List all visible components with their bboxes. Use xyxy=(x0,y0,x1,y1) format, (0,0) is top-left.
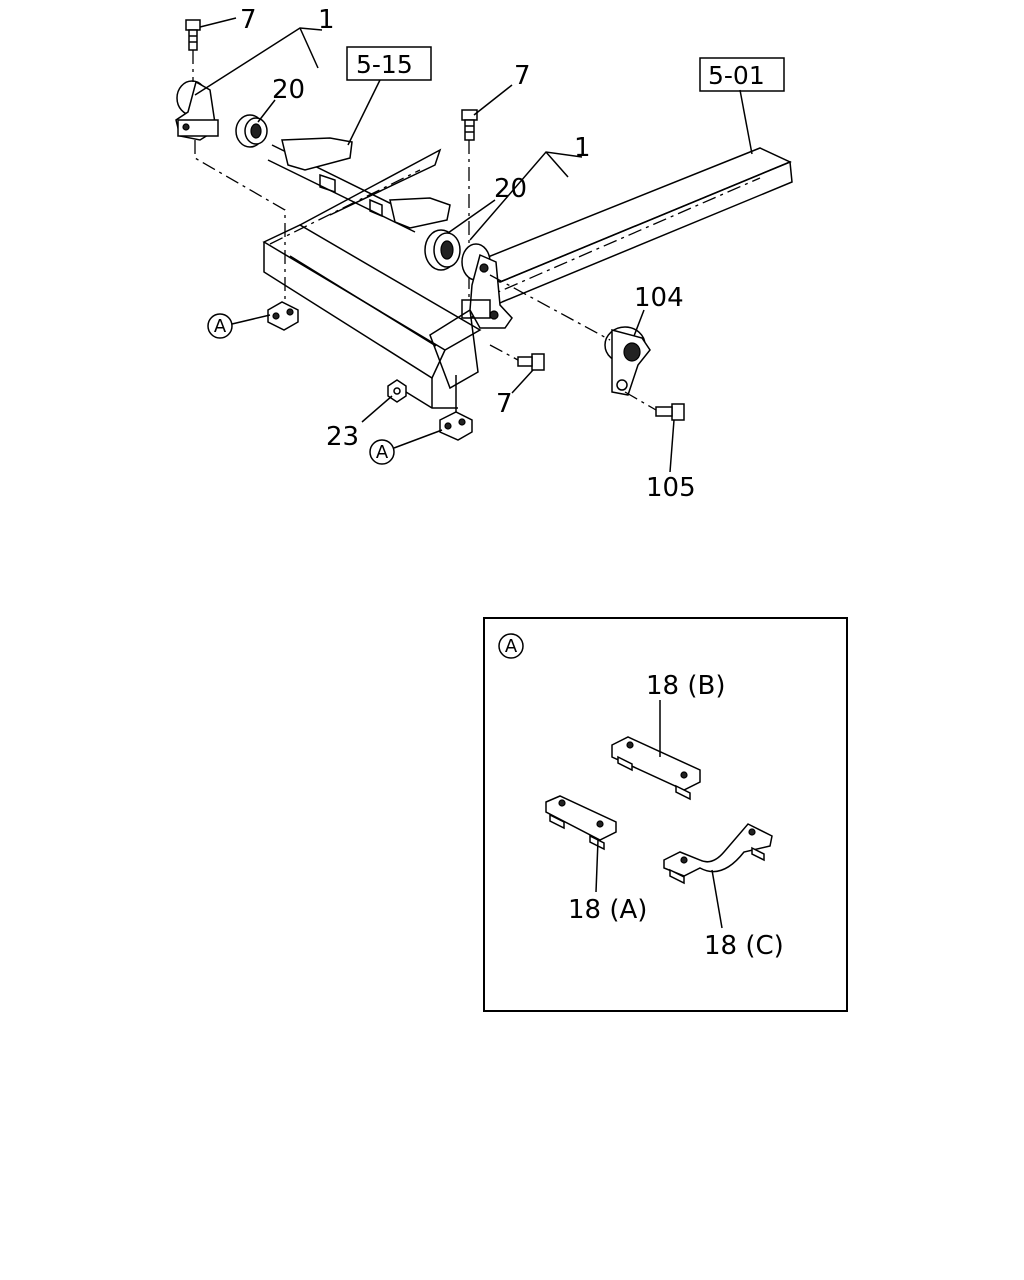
plate-a-lower xyxy=(439,375,473,441)
bolt-lower-center xyxy=(489,344,545,371)
plate-18c xyxy=(663,823,773,885)
leader-lines xyxy=(194,17,753,473)
label-plate-18a: 18 (A) xyxy=(568,895,647,925)
callout-ref-box-right: 5-01 xyxy=(708,61,765,90)
detail-box-marker: A xyxy=(505,636,518,657)
bolt-top-left xyxy=(185,19,201,51)
callout-bolt-top-left: 7 xyxy=(240,5,257,35)
bracket-top-left xyxy=(175,80,219,141)
callout-nut-23: 23 xyxy=(326,422,359,452)
plate-18a xyxy=(545,795,617,851)
callout-bracket-right: 1 xyxy=(574,133,591,163)
centerline-left xyxy=(194,140,286,305)
callout-bushing-right: 20 xyxy=(494,174,527,204)
plate-a-left xyxy=(267,301,299,331)
detail-marker-left: A xyxy=(214,316,227,337)
callout-bracket-104: 104 xyxy=(634,283,684,313)
plate-18b xyxy=(611,736,701,801)
ref-box-right xyxy=(699,57,785,92)
detail-marker-lower-circle xyxy=(369,439,395,465)
detail-marker-lower: A xyxy=(376,442,389,463)
callout-bolt-lower-center: 7 xyxy=(496,389,513,419)
callout-bushing-top-left: 20 xyxy=(272,75,305,105)
bracket-104 xyxy=(604,326,651,396)
callout-bolt-top-center: 7 xyxy=(514,61,531,91)
detail-box-a: A 18 (B) 18 (A) xyxy=(483,617,848,1012)
cross-member xyxy=(262,148,482,408)
bushing-top-left xyxy=(235,114,268,148)
ref-box-left xyxy=(346,46,432,81)
callout-bolt-105: 105 xyxy=(646,473,696,503)
label-plate-18c: 18 (C) xyxy=(704,931,784,961)
bushing-right xyxy=(424,229,461,271)
callout-ref-box-left: 5-15 xyxy=(356,50,413,79)
centerline-104 xyxy=(489,274,611,341)
bracket-right xyxy=(461,243,513,329)
detail-marker-left-circle xyxy=(207,313,233,339)
stabilizer-bar xyxy=(267,137,451,233)
callout-bracket-top-left: 1 xyxy=(318,5,335,35)
bolt-105 xyxy=(624,391,685,421)
nut-23 xyxy=(387,379,458,409)
label-plate-18b: 18 (B) xyxy=(646,671,725,701)
